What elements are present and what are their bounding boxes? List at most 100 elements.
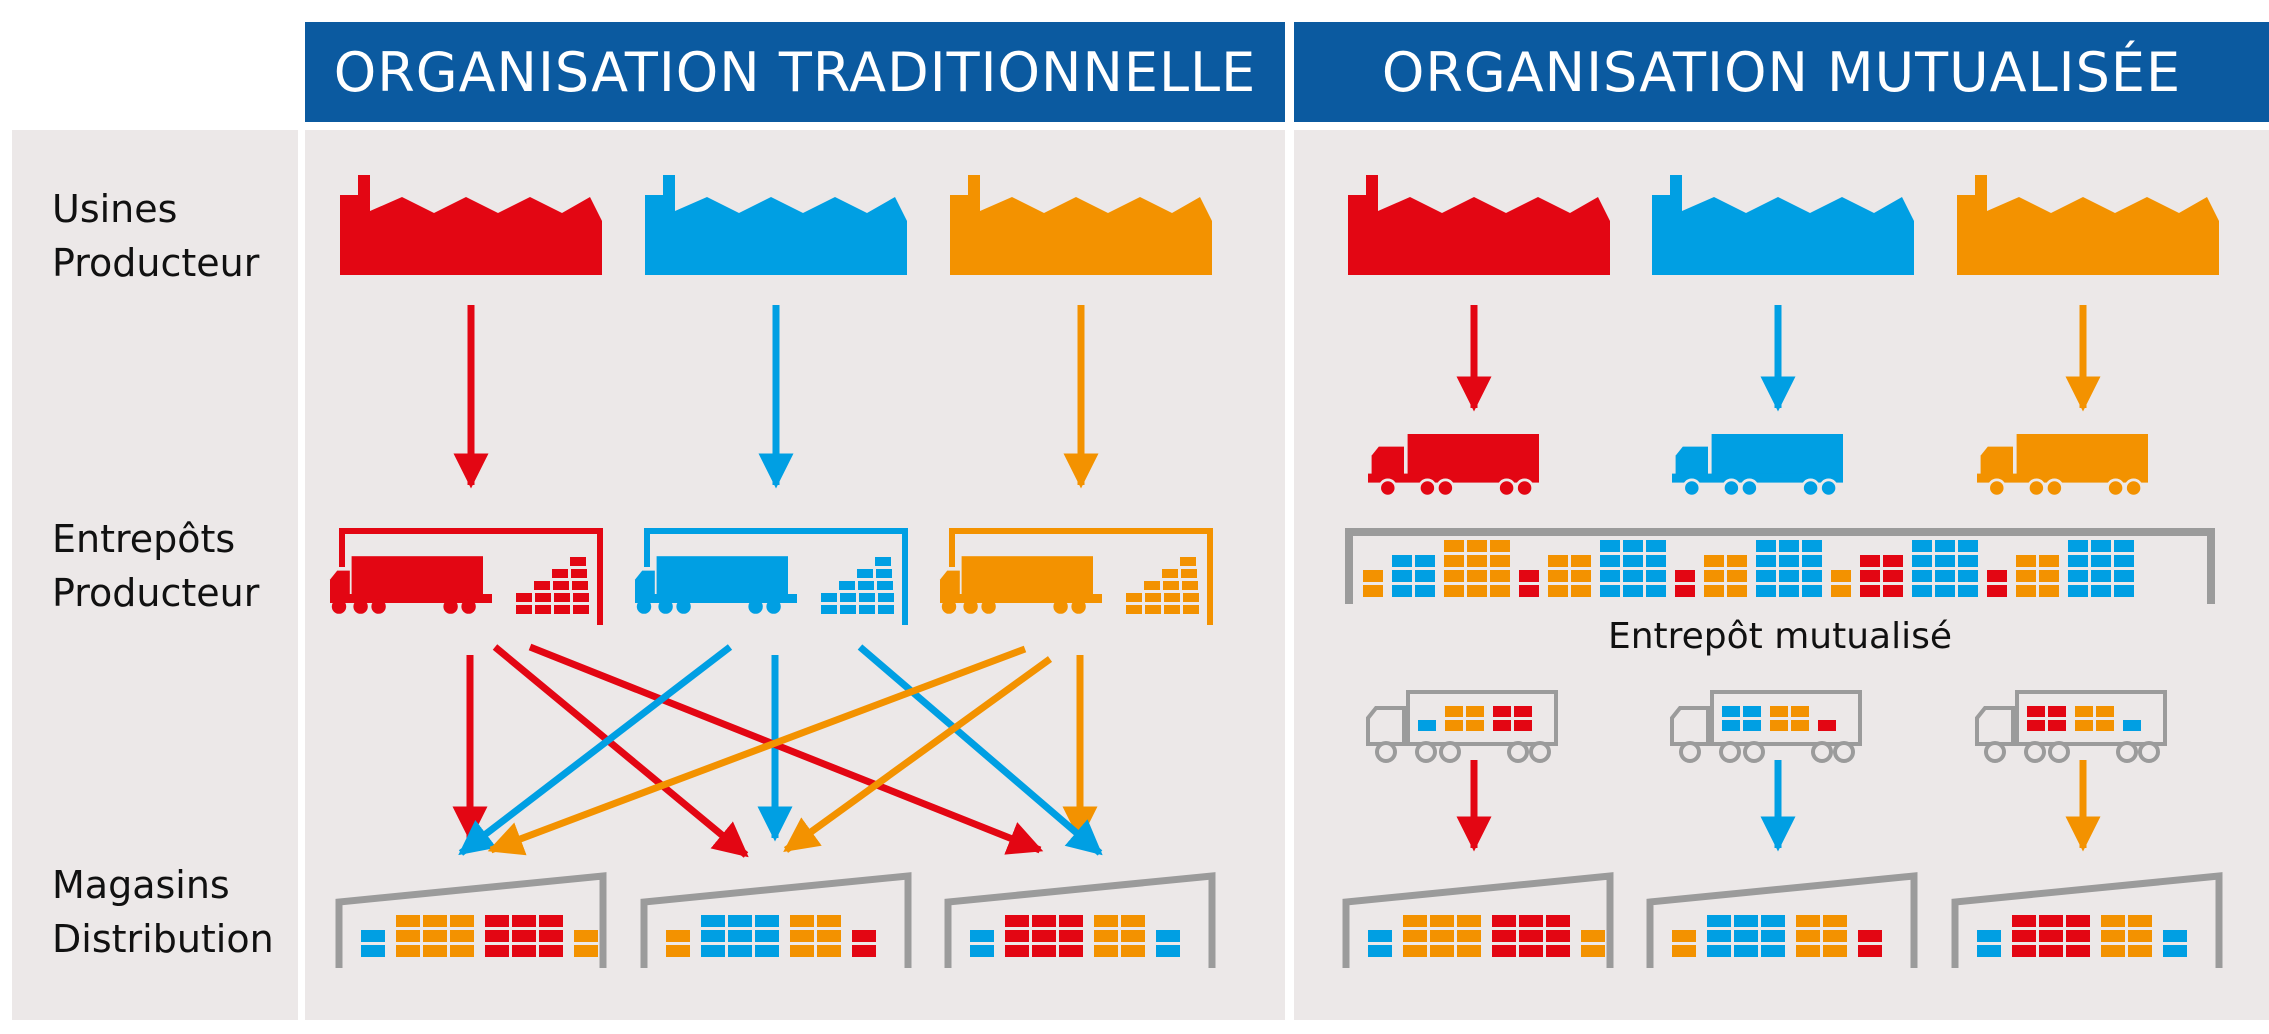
- crate: [2012, 945, 2036, 957]
- crate: [396, 915, 420, 927]
- labels-column: [12, 130, 298, 1020]
- crate: [1121, 930, 1145, 942]
- crate: [1912, 540, 1932, 552]
- crate: [1722, 706, 1740, 717]
- factory-icon: [950, 175, 1212, 275]
- crate: [1519, 930, 1543, 942]
- crate: [2091, 555, 2111, 567]
- crate: [1761, 945, 1785, 957]
- row-label-usines-line2: Producteur: [52, 241, 260, 285]
- crate: [2096, 720, 2114, 731]
- crate: [840, 593, 856, 602]
- row-label-magasins: Magasins Distribution: [52, 858, 292, 966]
- crate: [970, 930, 994, 942]
- crate: [1704, 555, 1724, 567]
- crate: [1546, 915, 1570, 927]
- crate: [1514, 720, 1532, 731]
- crate: [1858, 930, 1882, 942]
- crate: [1935, 585, 1955, 597]
- crate: [1164, 605, 1180, 614]
- crate: [1707, 945, 1731, 957]
- crate: [1756, 555, 1776, 567]
- crate: [840, 605, 856, 614]
- crate: [1430, 945, 1454, 957]
- crate: [2016, 570, 2036, 582]
- crate: [2128, 915, 2152, 927]
- store-icon: [1951, 872, 2223, 968]
- crate: [1977, 945, 2001, 957]
- crate: [1912, 585, 1932, 597]
- crate: [1987, 585, 2007, 597]
- crate: [1430, 915, 1454, 927]
- row-label-usines-line1: Usines: [52, 187, 178, 231]
- crate: [1675, 570, 1695, 582]
- truck-icon: [1670, 690, 1862, 763]
- crate: [1183, 605, 1199, 614]
- crate: [1145, 593, 1161, 602]
- crate: [2128, 945, 2152, 957]
- crate: [790, 930, 814, 942]
- crate: [821, 593, 837, 602]
- crate: [1392, 585, 1412, 597]
- crate: [2114, 585, 2134, 597]
- crate: [1493, 706, 1511, 717]
- crate: [1623, 570, 1643, 582]
- crate: [361, 945, 385, 957]
- crate: [1779, 585, 1799, 597]
- crate: [1672, 930, 1696, 942]
- crate: [423, 930, 447, 942]
- crate: [1403, 930, 1427, 942]
- crate: [1548, 585, 1568, 597]
- crate: [2101, 945, 2125, 957]
- store-icon: [640, 872, 912, 968]
- crate: [571, 569, 587, 578]
- crate: [1492, 915, 1516, 927]
- crate: [554, 593, 570, 602]
- crate: [1548, 555, 1568, 567]
- crate: [1761, 915, 1785, 927]
- factory-icon: [645, 175, 907, 275]
- crate: [876, 569, 892, 578]
- crate: [1392, 555, 1412, 567]
- crate: [2048, 720, 2066, 731]
- crate: [1912, 555, 1932, 567]
- crate: [1883, 555, 1903, 567]
- crate: [1796, 945, 1820, 957]
- crate: [970, 945, 994, 957]
- crate: [1144, 581, 1160, 590]
- crate: [396, 930, 420, 942]
- crate: [2039, 930, 2063, 942]
- crate: [701, 945, 725, 957]
- crate: [1823, 930, 1847, 942]
- crate: [1363, 570, 1383, 582]
- crate: [450, 915, 474, 927]
- crate: [1672, 945, 1696, 957]
- crate: [2039, 945, 2063, 957]
- crate: [1094, 945, 1118, 957]
- arrow-icon: [783, 656, 1053, 853]
- crate: [1802, 570, 1822, 582]
- crate: [1791, 720, 1809, 731]
- crate: [1623, 555, 1643, 567]
- crate: [2101, 930, 2125, 942]
- crate: [2016, 585, 2036, 597]
- crate: [574, 930, 598, 942]
- crate: [1490, 540, 1510, 552]
- crate: [1490, 555, 1510, 567]
- crate: [1444, 585, 1464, 597]
- crate: [1445, 706, 1463, 717]
- crate: [554, 605, 570, 614]
- crate: [817, 930, 841, 942]
- crate: [859, 593, 875, 602]
- crate: [1493, 720, 1511, 731]
- crate: [1823, 915, 1847, 927]
- crate: [878, 593, 894, 602]
- crate: [1727, 555, 1747, 567]
- crate: [1467, 585, 1487, 597]
- crate: [1707, 930, 1731, 942]
- crate: [1883, 585, 1903, 597]
- crate: [2016, 555, 2036, 567]
- crate: [2163, 930, 2187, 942]
- crate: [396, 945, 420, 957]
- crate: [821, 605, 837, 614]
